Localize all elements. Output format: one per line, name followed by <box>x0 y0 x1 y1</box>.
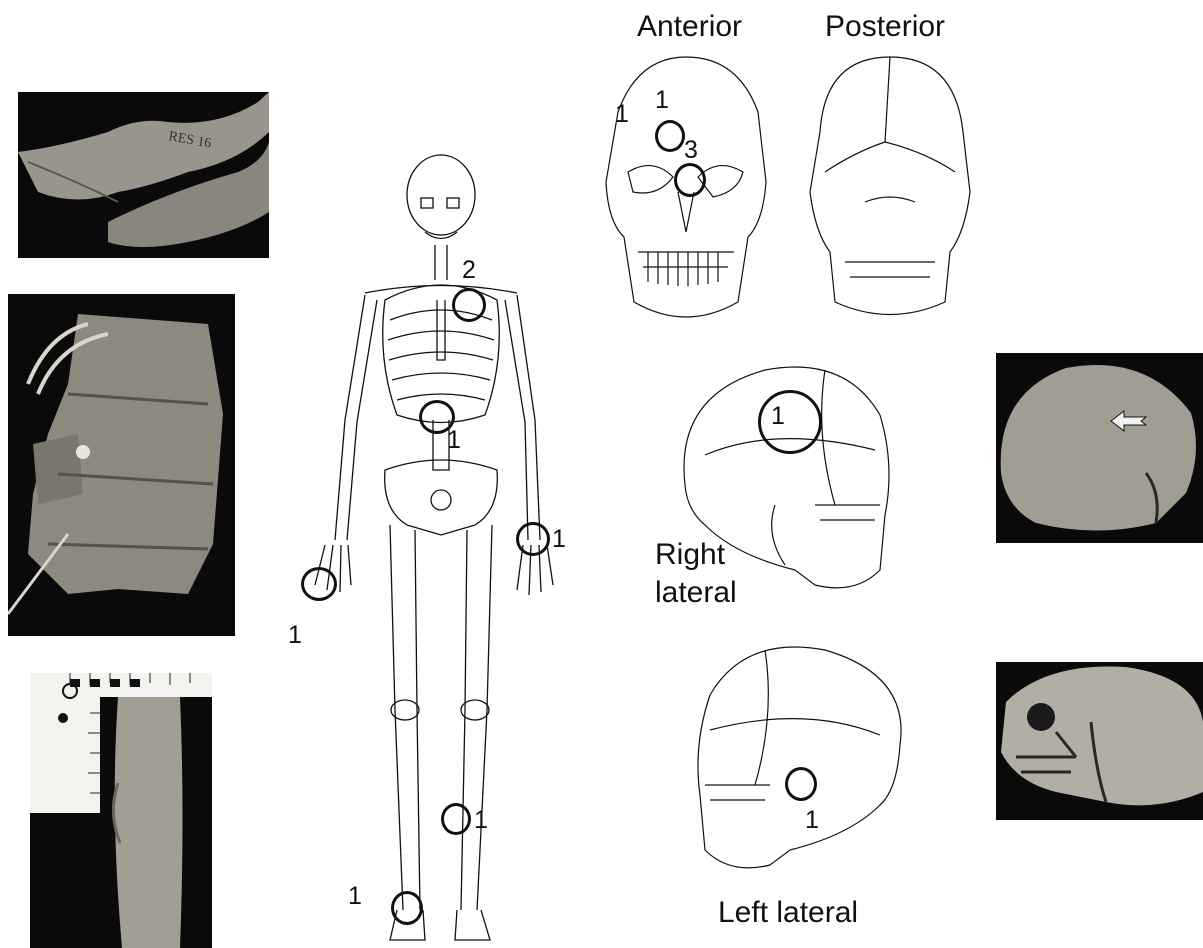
left-lateral-label: Left lateral <box>718 898 858 928</box>
mandible-photo: RES 16 <box>18 92 269 258</box>
left-hand-lesion-count: 1 <box>552 527 566 552</box>
left-tibia-lesion-count: 1 <box>474 808 488 833</box>
posterior-skull-drawing <box>805 52 975 330</box>
right-foot-lesion-count: 1 <box>348 884 362 909</box>
left-hand-lesion-circle <box>516 522 550 556</box>
femur-photo <box>30 673 212 948</box>
vertebrae-photo <box>8 294 235 636</box>
right-lateral-lesion-count: 1 <box>771 404 785 429</box>
rib-lesion-count: 2 <box>462 258 476 283</box>
anterior-top-lesion-count: 1 <box>655 88 669 113</box>
left-lateral-lesion-circle <box>785 767 817 801</box>
rib-lesion-circle <box>452 288 486 322</box>
left-tibia-lesion-circle <box>441 803 471 835</box>
lumbar-lesion-count: 1 <box>447 428 461 453</box>
right-lateral-lesion-circle <box>758 390 822 454</box>
anterior-frontal-lesion-circle <box>655 120 685 152</box>
left-lateral-lesion-count: 1 <box>805 808 819 833</box>
right-hand-lesion-circle <box>301 567 337 601</box>
right-foot-lesion-circle <box>391 891 423 925</box>
anterior-nasal-lesion-count: 3 <box>684 138 698 163</box>
anterior-view-label: Anterior <box>637 12 742 42</box>
skull-lateral-photo <box>996 662 1203 820</box>
left-lateral-skull-drawing <box>685 635 910 875</box>
right-lateral-label-line2: lateral <box>655 578 737 608</box>
anterior-nasal-lesion-circle <box>674 163 706 197</box>
right-lateral-label-line1: Right <box>655 540 725 570</box>
anterior-left-lesion-count: 1 <box>615 102 629 127</box>
posterior-view-label: Posterior <box>825 12 945 42</box>
cranium-photo <box>996 353 1203 543</box>
right-hand-lesion-count: 1 <box>288 623 302 648</box>
